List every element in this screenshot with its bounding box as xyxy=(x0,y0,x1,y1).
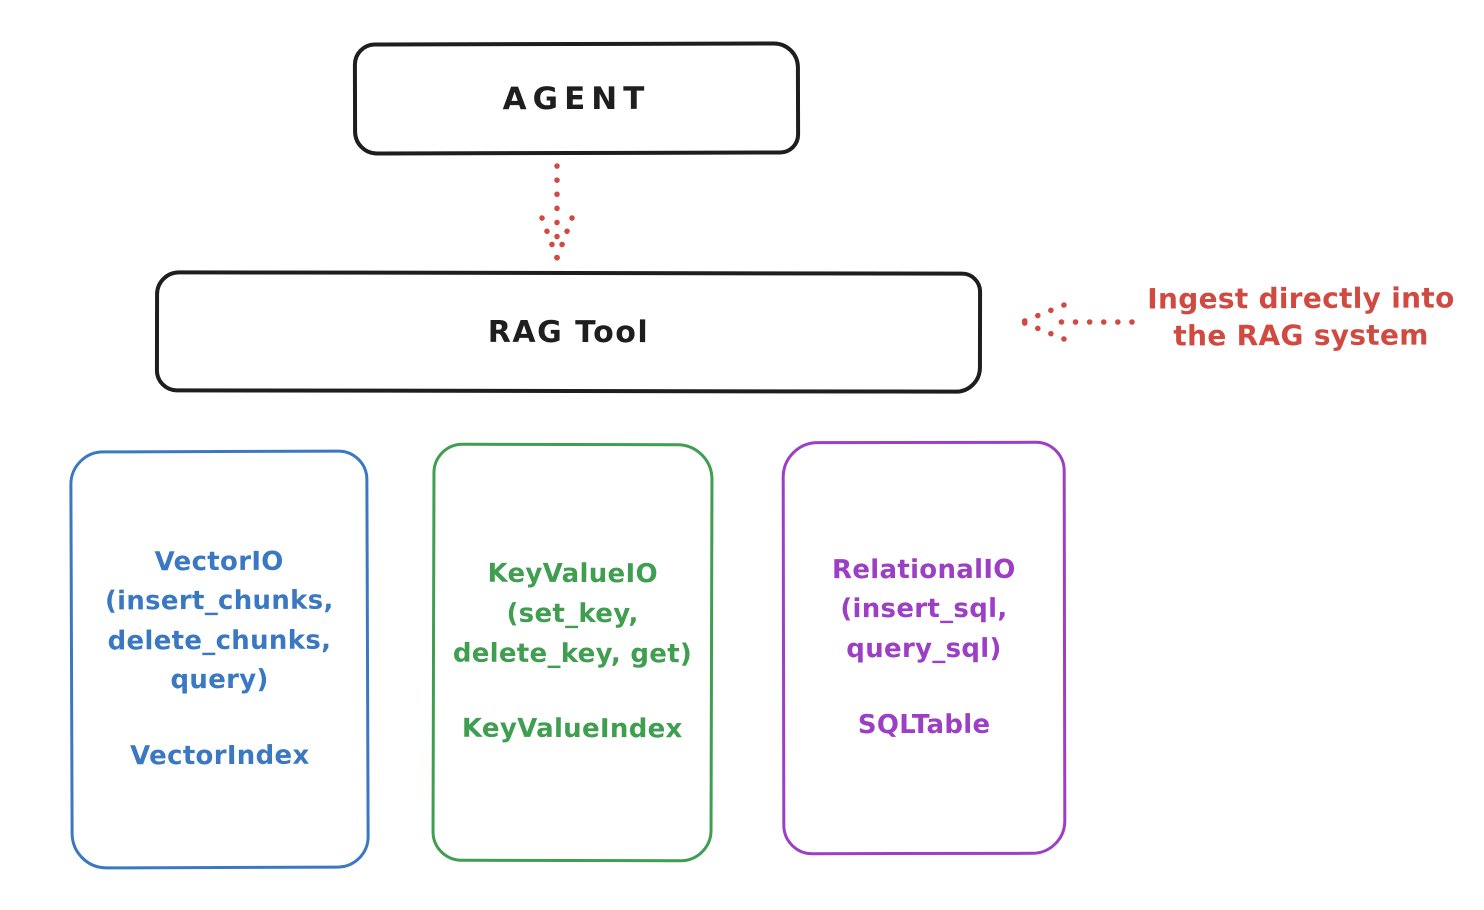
arrow-agent-to-ragtool-icon xyxy=(539,163,575,261)
keyvalue-io-title: KeyValueIO (set_key, delete_key, get) xyxy=(452,559,693,669)
rag-tool-node-label: RAG Tool xyxy=(487,314,650,350)
keyvalue-io-node: KeyValueIO (set_key, delete_key, get) Ke… xyxy=(431,442,714,863)
vector-io-node: VectorIO (insert_chunks, delete_chunks, … xyxy=(69,449,370,870)
relational-io-title: RelationalIO (insert_sql, query_sql) xyxy=(831,554,1016,665)
arrow-annotation-to-ragtool-icon xyxy=(1019,302,1135,342)
keyvalue-index-label: KeyValueIndex xyxy=(461,713,683,745)
rag-tool-node: RAG Tool xyxy=(154,270,983,394)
agent-node-label: AGENT xyxy=(502,80,651,117)
relational-io-node: RelationalIO (insert_sql, query_sql) SQL… xyxy=(781,440,1067,856)
agent-node: AGENT xyxy=(352,41,801,156)
vector-index-label: VectorIndex xyxy=(130,740,310,772)
ingest-annotation: Ingest directly into the RAG system xyxy=(1147,281,1455,353)
sql-table-label: SQLTable xyxy=(857,709,991,740)
vector-io-title: VectorIO (insert_chunks, delete_chunks, … xyxy=(104,546,334,696)
